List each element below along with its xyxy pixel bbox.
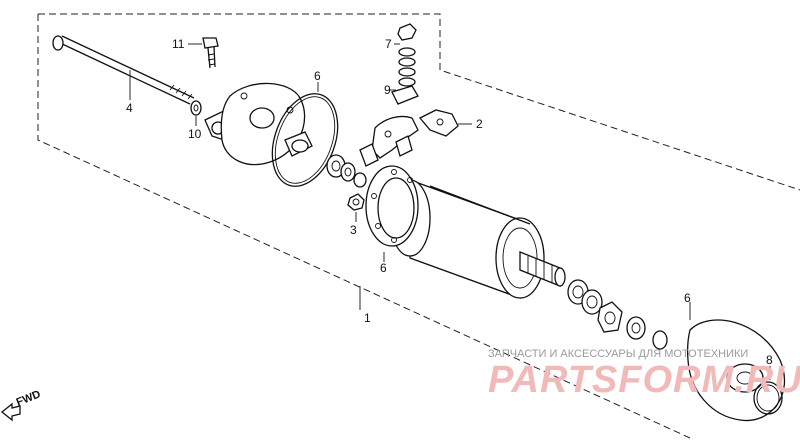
terminal-washer-stack bbox=[391, 23, 419, 105]
front-cover bbox=[686, 319, 786, 422]
callout-6-yoke: 6 bbox=[380, 261, 387, 275]
callout-11: 11 bbox=[172, 37, 185, 51]
callout-10: 10 bbox=[188, 127, 202, 141]
callout-2: 2 bbox=[476, 117, 483, 131]
callout-1: 1 bbox=[364, 311, 371, 325]
rear-cover bbox=[204, 82, 313, 166]
o-ring-front bbox=[753, 381, 783, 415]
callout-9: 9 bbox=[384, 83, 391, 97]
yoke-flange bbox=[365, 165, 419, 247]
fwd-label: FWD bbox=[15, 388, 43, 409]
rear-washers bbox=[326, 154, 367, 188]
callout-4: 4 bbox=[126, 101, 133, 115]
fwd-indicator: FWD bbox=[0, 388, 43, 422]
assembly-outline bbox=[37, 13, 800, 439]
callout-8: 8 bbox=[766, 353, 773, 367]
callout-6-rear: 6 bbox=[314, 69, 321, 83]
callout-7: 7 bbox=[385, 37, 392, 51]
callout-3: 3 bbox=[350, 223, 357, 237]
lock-washer bbox=[190, 100, 202, 116]
insulator-nut bbox=[347, 193, 365, 211]
front-washers bbox=[567, 279, 668, 350]
through-bolt bbox=[52, 35, 195, 105]
small-bolt bbox=[202, 37, 219, 69]
callout-6-front: 6 bbox=[684, 291, 691, 305]
brush-holder bbox=[359, 109, 459, 167]
watermark-logo: PARTSFORM.RU bbox=[488, 359, 800, 401]
armature-shaft bbox=[519, 251, 566, 287]
o-ring-rear bbox=[271, 93, 339, 187]
watermark-caption: ЗАПЧАСТИ И АКСЕССУАРЫ ДЛЯ МОТОТЕХНИКИ bbox=[488, 348, 748, 360]
